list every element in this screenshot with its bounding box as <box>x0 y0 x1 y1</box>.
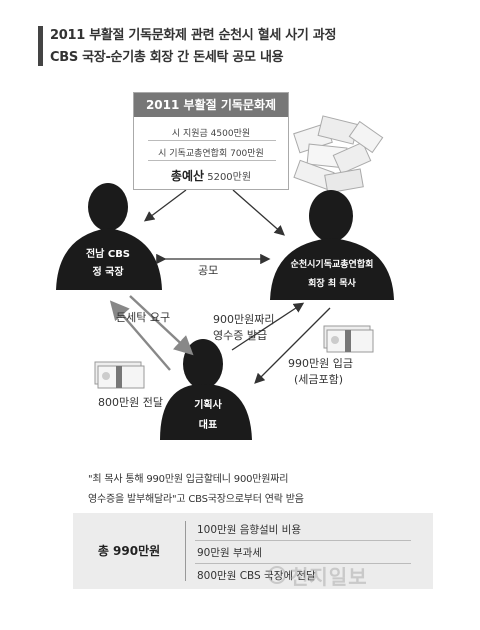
laundering-request-label: 돈세탁 요구 <box>116 311 171 324</box>
assoc-person-role: 회장 최 목사 <box>308 279 356 289</box>
deposit-label-line1: 990만원 입금 <box>288 357 353 370</box>
quote-line-2: 영수증을 발부해달라"고 CBS국장으로부터 연락 받음 <box>88 494 304 505</box>
summary-total: 총 990만원 <box>97 544 161 558</box>
person-silhouette-icon <box>270 190 394 300</box>
divider <box>185 521 186 581</box>
arrow-delivery <box>109 300 171 371</box>
total-budget-label: 총예산 <box>170 169 205 183</box>
event-heading: 2011 부활절 기독문화제 <box>134 93 288 117</box>
city-subsidy-line: 시 지원금 4500만원 <box>171 129 251 139</box>
watermark-logo-icon <box>268 566 286 584</box>
watermark: 천지일보 <box>290 565 368 589</box>
divider <box>148 160 276 161</box>
arrow-event-to-assoc <box>232 189 285 236</box>
person-silhouette-icon <box>160 339 252 440</box>
summary-box: 총 990만원 100만원 음향설비 비용 90만원 부과세 800만원 CBS… <box>73 513 433 589</box>
cbs-person-role: 정 국장 <box>92 267 124 278</box>
summary-item: 800만원 CBS 국장에 전달 <box>197 570 316 582</box>
planner-person-role: 대표 <box>198 420 218 431</box>
assoc-person-label: 순천시기독교총연합회 <box>290 260 374 270</box>
divider <box>195 540 411 541</box>
total-budget-line: 총예산 5200만원 <box>134 167 288 184</box>
total-budget-value: 5200만원 <box>207 172 252 183</box>
summary-item: 100만원 음향설비 비용 <box>197 524 301 536</box>
conspiracy-label: 공모 <box>198 264 219 277</box>
deposit-label-line2: (세금포함) <box>294 373 344 386</box>
person-silhouette-icon <box>56 183 162 290</box>
quote-line-1: "최 목사 통해 990만원 입금할테니 900만원짜리 <box>88 474 289 485</box>
receipt-label-line1: 900만원짜리 <box>213 313 275 326</box>
event-budget-box: 2011 부활절 기독문화제 시 지원금 4500만원 시 기독교총연합회 70… <box>133 92 289 190</box>
cash-pile-icon <box>293 115 384 194</box>
divider <box>195 563 411 564</box>
association-fund-line: 시 기독교총연합회 700만원 <box>158 149 264 159</box>
delivery-label: 800만원 전달 <box>98 396 163 409</box>
divider <box>148 140 276 141</box>
title-line-1: 2011 부활절 기독문화제 관련 순천시 혈세 사기 과정 <box>50 28 337 43</box>
arrow-deposit <box>254 307 331 384</box>
receipt-label-line2: 영수증 발급 <box>213 329 268 342</box>
cbs-person-label: 전남 CBS <box>85 249 131 260</box>
arrow-laundering-request <box>129 295 194 356</box>
title-accent-bar <box>38 26 43 66</box>
money-bundle-icon <box>94 361 145 389</box>
planner-person-label: 기획사 <box>194 400 222 411</box>
title-line-2: CBS 국장-순기총 회장 간 돈세탁 공모 내용 <box>50 50 284 65</box>
summary-item: 90만원 부과세 <box>197 547 262 559</box>
money-bundle-icon <box>323 325 374 353</box>
arrow-event-to-cbs <box>143 189 187 222</box>
arrow-receipt <box>231 302 305 351</box>
